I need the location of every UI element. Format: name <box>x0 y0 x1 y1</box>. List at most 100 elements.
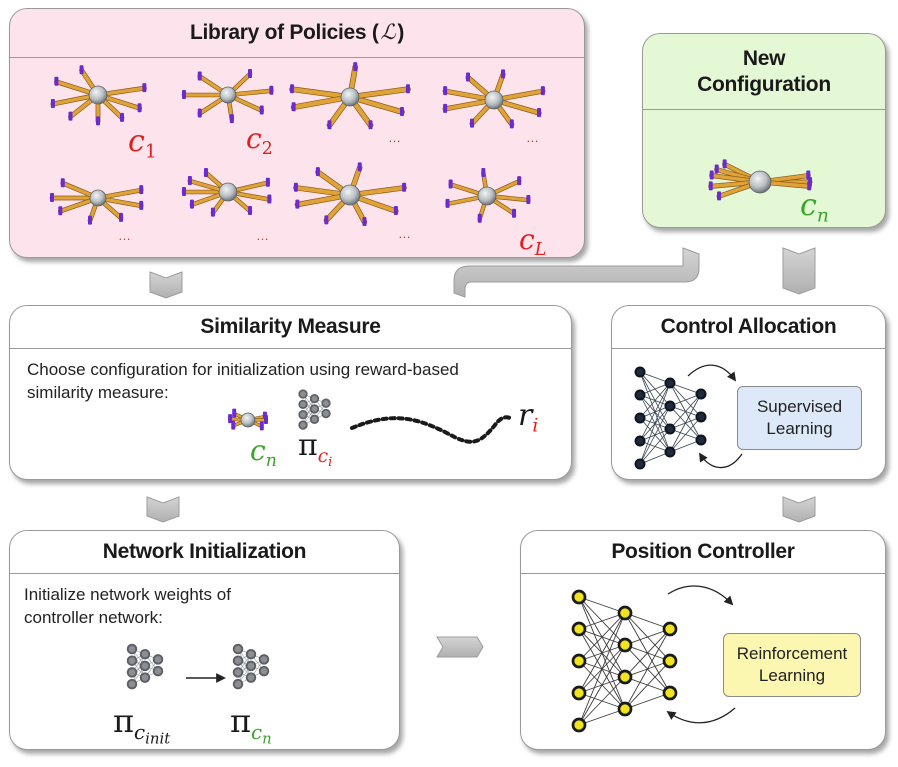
drone-motor <box>714 164 719 174</box>
net-edge <box>624 612 671 630</box>
drone-motor <box>228 414 233 424</box>
arrow-newconfig-to-control <box>782 247 816 295</box>
drone-4 <box>442 69 546 129</box>
drone-arm <box>289 87 353 100</box>
drone-hub <box>748 170 772 194</box>
label-r-i: ri <box>518 398 539 437</box>
drone-motor <box>324 215 329 225</box>
net-node <box>298 389 308 399</box>
init-network-from <box>126 643 164 690</box>
label-c1: c1 <box>128 124 157 163</box>
drone-motor <box>264 415 268 424</box>
net-edge <box>578 612 626 726</box>
drone-motor <box>501 69 506 79</box>
net-node <box>617 701 633 717</box>
drone-hub <box>339 184 361 206</box>
net-node <box>634 389 646 401</box>
drone-motor <box>58 206 63 216</box>
drone-motor <box>368 120 373 130</box>
drone-motor <box>807 181 812 191</box>
net-node <box>298 410 308 420</box>
drone-motor <box>290 84 295 94</box>
control-allocation-title-text: Control Allocation <box>660 315 837 339</box>
drone-motor <box>142 83 147 93</box>
drone-motor <box>139 185 144 195</box>
drone-motor <box>526 195 531 205</box>
net-edge <box>639 382 671 465</box>
similarity-panel: Similarity Measure Choose configuration … <box>9 305 572 480</box>
similarity-title: Similarity Measure <box>10 306 571 349</box>
drone-motor <box>248 69 252 79</box>
drone-motor <box>139 200 144 210</box>
net-node <box>571 685 587 701</box>
net-edge <box>639 428 671 465</box>
drone-motor <box>357 162 362 172</box>
net-node <box>152 665 164 677</box>
drone-motor <box>393 206 398 216</box>
ellipsis-5: … <box>398 226 412 241</box>
drone-motor <box>466 72 470 82</box>
net-node <box>617 637 633 653</box>
library-title: Library of Policies (ℒ) <box>10 9 584 58</box>
net-edge <box>578 612 626 662</box>
net-node <box>571 589 587 605</box>
drone-arm <box>291 94 353 110</box>
drone-motor <box>511 208 516 218</box>
drone-motor <box>197 108 202 118</box>
drone-motor <box>327 120 332 130</box>
net-node <box>617 605 633 621</box>
similarity-text-line2: similarity measure: <box>27 383 169 402</box>
net-node <box>321 398 331 408</box>
drone-9 <box>708 159 813 201</box>
drone-motor <box>182 90 186 99</box>
drone-hub <box>240 412 256 428</box>
drone-motor <box>204 167 208 177</box>
drone-motor <box>229 114 234 124</box>
drone-motor <box>197 71 202 81</box>
neural-networks <box>126 366 707 733</box>
net-edge <box>669 393 702 453</box>
drone-hub <box>477 186 497 206</box>
flow-arrows <box>146 247 816 658</box>
drone-motor <box>315 167 320 177</box>
drone-motor <box>709 170 714 180</box>
drone-hub <box>88 85 108 105</box>
arrow-newconfig-to-similarity <box>453 247 700 298</box>
drone-hub <box>218 182 238 202</box>
drone-motor <box>540 86 545 96</box>
net-edge <box>237 654 252 685</box>
supervised-learning-box: Supervised Learning <box>737 386 862 450</box>
net-edge <box>639 382 671 419</box>
supervised-line1: Supervised <box>756 397 843 416</box>
ellipsis-1: … <box>388 130 402 145</box>
net-node <box>309 404 320 414</box>
drone-hub <box>484 90 504 110</box>
drone-motor <box>708 181 713 191</box>
net-edge <box>669 393 702 430</box>
net-node <box>139 660 151 672</box>
net-node <box>695 388 707 400</box>
network-init-text-line1: Initialize network weights of <box>24 585 231 604</box>
net-edge <box>624 628 671 678</box>
drone-motor <box>291 102 296 112</box>
drone-2 <box>181 69 274 124</box>
drone-motor <box>137 103 142 113</box>
net-edge <box>302 398 315 426</box>
net-edge <box>578 612 626 694</box>
control-curved-arrow-top <box>687 364 737 382</box>
net-node <box>634 435 646 447</box>
similarity-description: Choose configuration for initialization … <box>27 358 459 404</box>
drone-motor <box>187 176 192 185</box>
drone-motor <box>717 191 722 201</box>
drone-arm <box>347 87 411 100</box>
net-edge <box>131 654 146 685</box>
net-node <box>298 399 308 409</box>
net-node <box>245 660 257 672</box>
control-network <box>634 366 707 470</box>
reinforcement-line2: Learning <box>758 666 826 685</box>
library-panel: Library of Policies (ℒ) <box>9 8 585 258</box>
drone-motor <box>68 111 73 121</box>
drone-motor <box>470 118 475 128</box>
net-node <box>232 643 244 655</box>
similarity-dotted-curve <box>350 415 512 444</box>
